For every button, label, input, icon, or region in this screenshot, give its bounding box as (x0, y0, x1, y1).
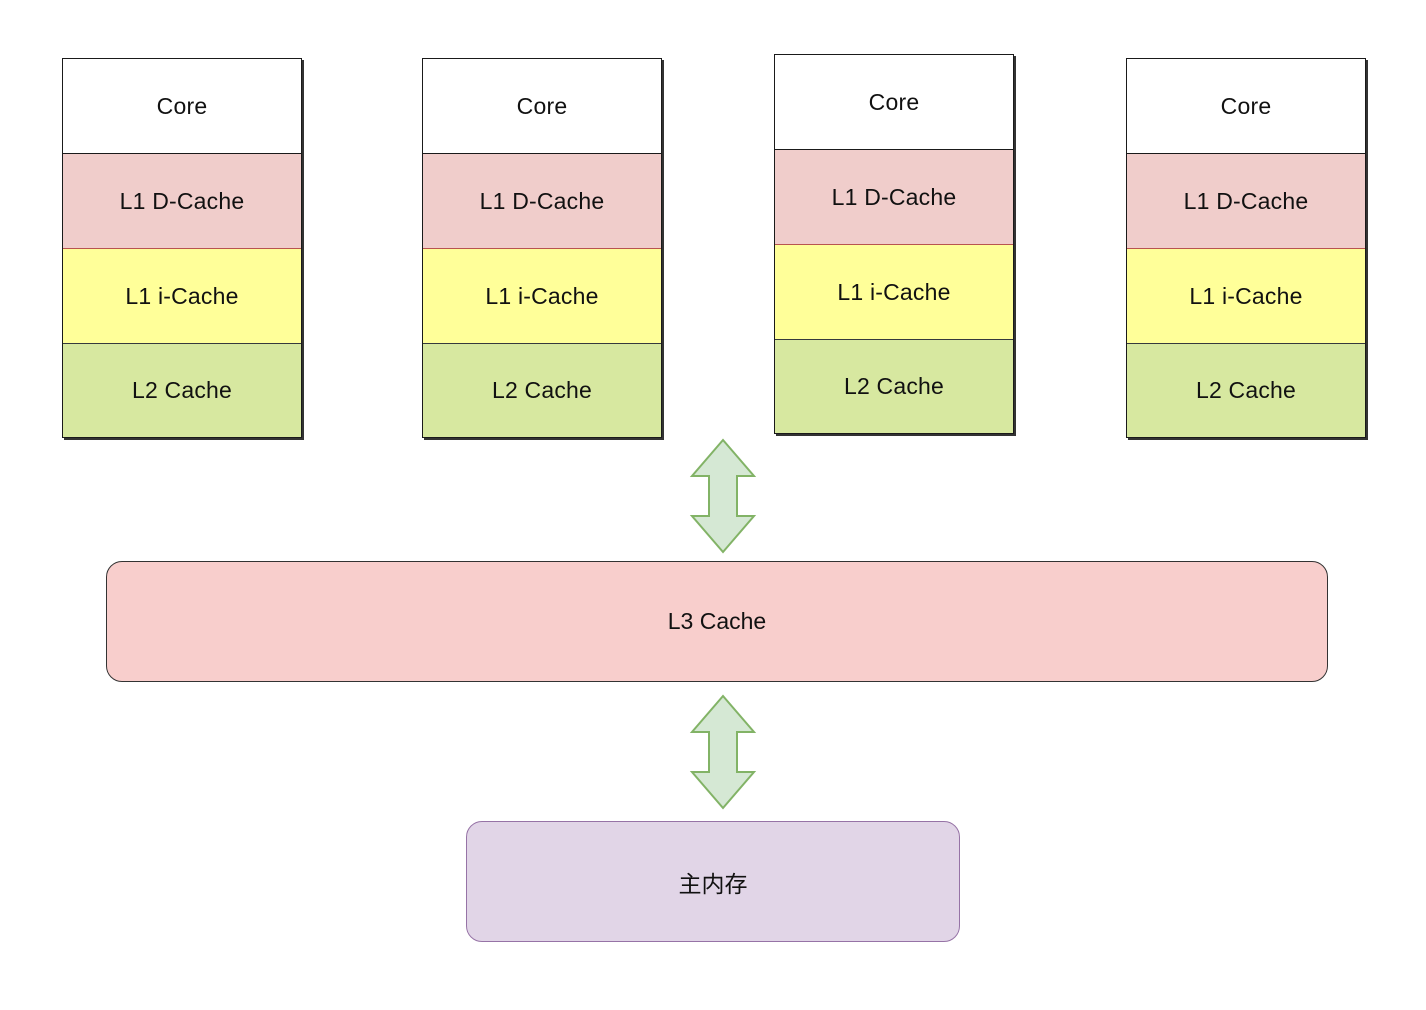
core-label: Core (775, 55, 1013, 150)
l1-d-cache: L1 D-Cache (1127, 154, 1365, 249)
main-memory: 主内存 (466, 821, 960, 942)
l1-d-cache: L1 D-Cache (423, 154, 661, 249)
core-stack-3: Core L1 D-Cache L1 i-Cache L2 Cache (774, 54, 1014, 434)
l1-i-cache: L1 i-Cache (1127, 249, 1365, 344)
core-stack-4: Core L1 D-Cache L1 i-Cache L2 Cache (1126, 58, 1366, 438)
l2-l3-bidirectional-arrow (689, 438, 757, 554)
l2-cache: L2 Cache (423, 344, 661, 437)
core-label: Core (1127, 59, 1365, 154)
l2-cache: L2 Cache (1127, 344, 1365, 437)
l3-memory-bidirectional-arrow (689, 694, 757, 810)
l1-i-cache: L1 i-Cache (423, 249, 661, 344)
l3-cache-label: L3 Cache (667, 608, 767, 634)
l2-cache: L2 Cache (775, 340, 1013, 433)
core-stack-1: Core L1 D-Cache L1 i-Cache L2 Cache (62, 58, 302, 438)
l2-cache: L2 Cache (63, 344, 301, 437)
main-memory-label: 主内存 (678, 870, 748, 897)
core-label: Core (423, 59, 661, 154)
l1-d-cache: L1 D-Cache (775, 150, 1013, 245)
core-stack-2: Core L1 D-Cache L1 i-Cache L2 Cache (422, 58, 662, 438)
l3-cache: L3 Cache (106, 561, 1328, 682)
l1-i-cache: L1 i-Cache (63, 249, 301, 344)
core-label: Core (63, 59, 301, 154)
l1-i-cache: L1 i-Cache (775, 245, 1013, 340)
l1-d-cache: L1 D-Cache (63, 154, 301, 249)
